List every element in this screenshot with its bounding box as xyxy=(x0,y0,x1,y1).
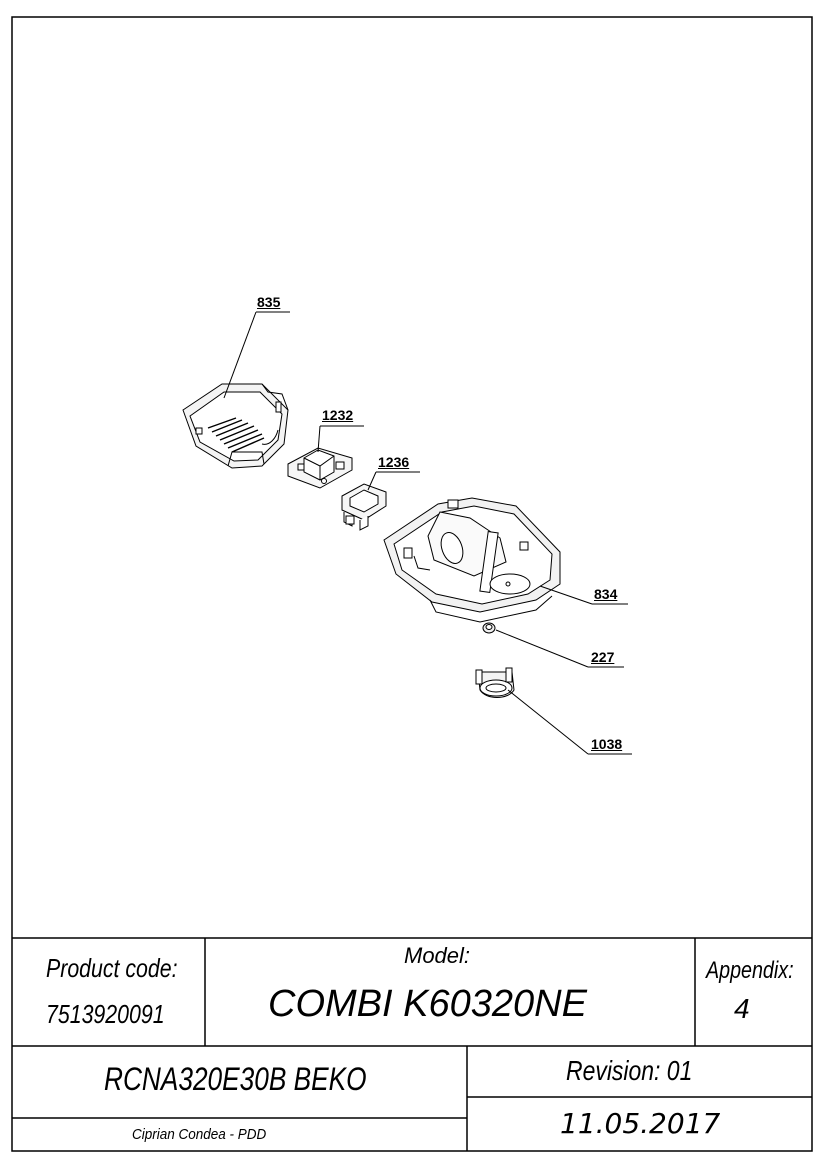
callout-1038: 1038 xyxy=(591,736,623,752)
revision: Revision: 01 xyxy=(566,1055,693,1086)
appendix-label: Appendix: xyxy=(706,957,794,984)
author: Ciprian Condea - PDD xyxy=(132,1126,267,1143)
appendix-value: 4 xyxy=(734,993,750,1024)
part-1232-board xyxy=(287,447,353,489)
callout-1232: 1232 xyxy=(322,407,354,423)
product-name: RCNA320E30B BEKO xyxy=(104,1061,367,1097)
model-value: COMBI K60320NE xyxy=(268,983,587,1025)
title-block-lines xyxy=(12,937,812,1151)
part-835-cover xyxy=(182,383,289,469)
leader-lines xyxy=(223,311,632,755)
callout-835: 835 xyxy=(257,294,281,310)
part-1236-holder xyxy=(341,483,387,531)
product-code-label: Product code: xyxy=(46,953,178,983)
part-834-housing xyxy=(383,497,561,623)
date: 11.05.2017 xyxy=(560,1107,721,1140)
product-code-value: 7513920091 xyxy=(46,999,165,1029)
callout-834: 834 xyxy=(594,586,618,602)
sheet-border xyxy=(11,16,813,1152)
callout-1236: 1236 xyxy=(378,454,410,470)
part-1038-cap xyxy=(475,667,515,698)
model-label: Model: xyxy=(404,943,471,968)
callout-227: 227 xyxy=(591,649,615,665)
part-227-nut xyxy=(482,622,496,634)
